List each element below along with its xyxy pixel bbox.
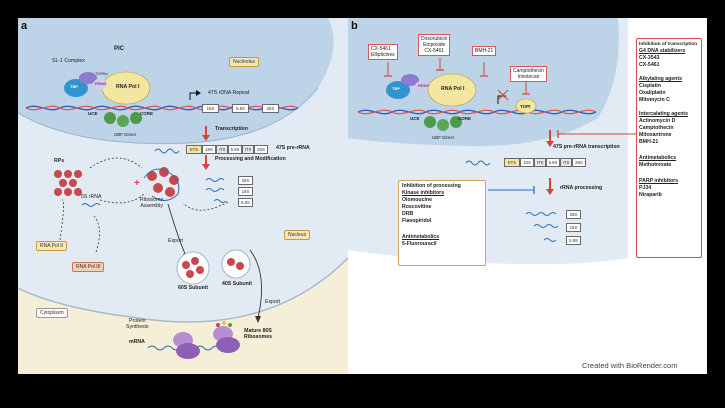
export-label-1: Export [168,238,183,244]
rdna-segment-28s: 28S [262,104,279,113]
panel-b-ubf-dimer-label: UBF Dimer [432,135,455,140]
g4-title: G4 DNA stabilizers [639,48,686,54]
ubf-dimer-label: UBF Dimer [114,132,137,137]
pre-segment-28s: 28S [254,145,268,154]
product-58s: 5.8S [238,198,253,207]
parp-item-pj34: PJ34 [639,185,652,191]
cytoplasm-tag: Cytoplasm [36,308,68,318]
pre-segment-its2: ITS [242,145,254,154]
inhibition-processing-panel: Inhibition of processing Kinase inhibito… [398,180,486,266]
intercalating-title: Intercalating agents [639,111,689,117]
topi-label: TOPI [520,104,531,109]
export-label-2: Export [265,299,280,305]
b-pre-segment-58s: 5.8S [546,158,560,167]
product-18s: 18S [238,187,253,196]
processing-label: Processing and Modification [215,156,286,162]
rrn3-label: RRN3 [95,81,106,86]
processing-drug-5fu: 5-Fluorouracil [402,241,437,247]
panel-b-letter: b [351,20,358,32]
core-label: CORE [140,111,154,116]
transcription-process-label: 47S pre-rRNA transcription [553,144,620,150]
pre-rrna-label: 47S pre-rRNA [276,145,310,151]
b-product-18s: 18S [566,223,581,232]
nucleolus-tag: Nucleolus [229,57,259,67]
plus-sign: + [134,178,140,189]
intercalating-item-bmh21: BMH-21 [639,139,659,145]
topiia-label: TOPIIα [95,71,108,76]
antimetabolics-item-methotrexate: Methotrexate [639,162,672,168]
drug-box-camptothecin: Camptothecin Irinotecan [510,66,547,82]
g4-item-cx5461: CX-5461 [639,62,660,68]
subunit-60s-label: 60S Subunit [178,285,208,291]
rrna-processing-label: rRNA processing [560,185,603,191]
figure: a PIC SL-1 Complex Nucleolus TBP TOPIIα … [18,18,707,374]
panel-b-rna-pol-i-label: RNA Pol I [441,86,465,92]
g4-item-cx3543: CX-3543 [639,55,660,61]
pic-label: PIC [114,46,125,52]
parp-title: PARP inhibitors [639,178,679,184]
alkylating-item-cisplatin: Cisplatin [639,83,661,89]
rna-pol-ii-tag: RNA Pol II [36,241,68,251]
drug-box-bmh21: BMH-21 [472,46,497,56]
b-product-28s: 28S [566,210,581,219]
b-pre-segment-ets: ETS [504,158,520,167]
b-pre-segment-its2: ITS [560,158,572,167]
antimetabolics-processing-title: Antimetabolics [402,234,440,240]
protein-synthesis-label: Protein Synthesis [126,318,149,330]
nucleus-tag: Nucleus [284,230,311,240]
mrna-label: mRNA [129,339,145,345]
pre-segment-18s: 18S [202,145,216,154]
intercalating-item-actinomycin: Actinomycin D [639,118,676,124]
rdna-repeat-label: 47S rDNA Repeat [208,90,250,96]
inhibition-transcription-title: Inhibition of transcription [639,42,698,47]
inhibition-processing-title: Inhibition of processing [402,183,461,189]
processing-drug-flavopiridol: Flavopiridol [402,218,432,224]
rna-pol-iii-tag: RNA Pol III [72,262,105,272]
alkylating-title: Alkylating agents [639,76,682,82]
intercalating-item-mitoxantrone: Mitoxantrone [639,132,672,138]
sl1-complex-label: SL-1 Complex [52,58,85,64]
alkylating-item-mitomycin: Mitomycin C [639,97,670,103]
pre-segment-58s: 5.8S [228,145,242,154]
panel-b-tbp-label: TBP [392,86,400,91]
subunit-40s-label: 40S Subunit [222,281,252,287]
kinase-inhibitors-title: Kinase inhibitors [402,190,445,196]
b-pre-segment-its1: ITS [534,158,546,167]
uce-label: UCE [88,111,98,116]
pre-segment-ets: ETS [186,145,202,154]
tbp-label: TBP [70,84,78,89]
panel-a-background [18,18,348,374]
product-28s: 28S [238,176,253,185]
mature-ribosomes-label: Mature 80S Ribosomes [244,328,272,340]
drug-box-doxorubicin: Doxorubicin Etoposide CX-5461 [418,34,451,56]
processing-drug-roscovitine: Roscovitine [402,204,432,210]
inhibition-transcription-panel: Inhibition of transcription G4 DNA stabi… [636,38,702,258]
transcription-label: Transcription [215,126,248,132]
b-pre-segment-18s: 18S [520,158,534,167]
panel-a-letter: a [21,20,28,32]
panel-b-rrn3-label: RRN3 [418,83,429,88]
rrna-5s-label: 5S rRNA [81,194,102,200]
rna-pol-i-label: RNA Pol I [116,84,140,90]
b-product-58s: 5.8S [566,236,581,245]
alkylating-item-oxaliplatin: Oxaliplatin [639,90,666,96]
biorender-credit: Created with BioRender.com [582,361,678,370]
b-pre-segment-28s: 28S [572,158,586,167]
processing-drug-olomoucine: Olomoucine [402,197,432,203]
panel-b-uce-label: UCE [410,116,420,121]
rps-label: RPs [54,158,65,164]
rdna-segment-18s: 18S [202,104,219,113]
panel-b-core-label: CORE [458,116,472,121]
antimetabolics-title: Antimetabolics [639,155,677,161]
parp-item-niraparib: Niraparib [639,192,662,198]
ribosome-assembly-label: Ribosome Assembly [140,197,164,209]
intercalating-item-camptothecin: Camptothecin [639,125,674,131]
rdna-segment-58s: 5.8S [232,104,249,113]
drug-box-cx5461-ellipticines: CX-5461 Ellipticines [368,44,398,60]
processing-drug-drb: DRB [402,211,414,217]
pre-segment-its1: ITS [216,145,228,154]
